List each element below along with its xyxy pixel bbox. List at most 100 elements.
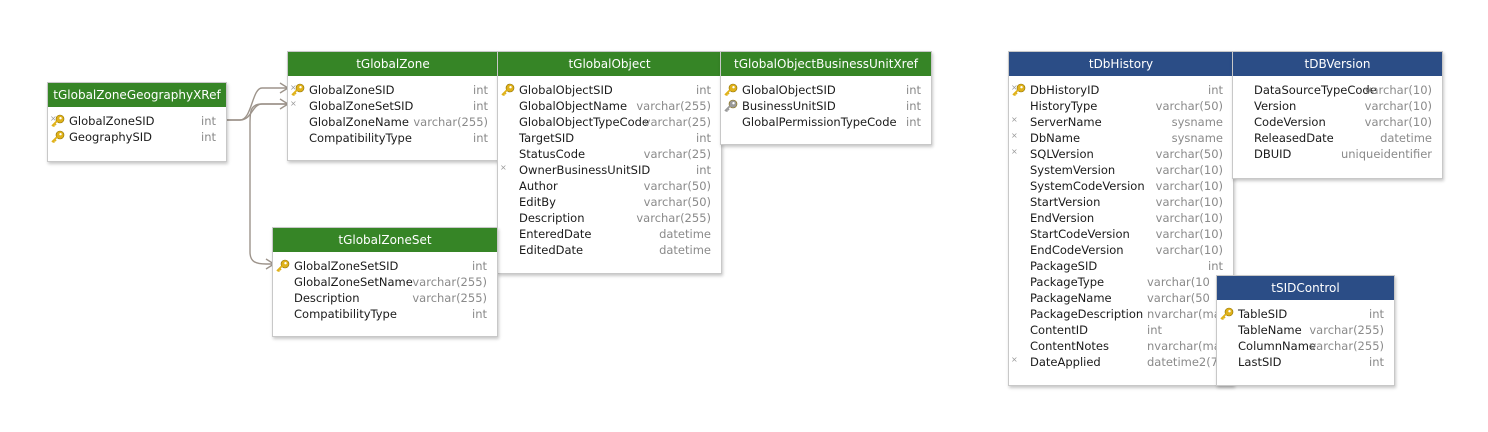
column-name: ColumnName — [1238, 339, 1316, 353]
column-marker — [500, 146, 518, 162]
column-marker — [1011, 242, 1029, 258]
column-name: StartVersion — [1030, 195, 1101, 209]
column-type: int — [1208, 83, 1223, 97]
column-name: ContentID — [1030, 323, 1088, 337]
column-type: varchar(10) — [1155, 243, 1223, 257]
table-title[interactable]: tDbHistory — [1009, 52, 1233, 76]
column-type: varchar(10) — [1364, 83, 1432, 97]
table-title[interactable]: tGlobalObject — [498, 52, 721, 76]
column-name: StatusCode — [519, 147, 586, 161]
foreign-key-icon: × — [1011, 355, 1018, 364]
relationship-xref-to-globalzone-b — [226, 103, 288, 121]
column-name: GlobalZoneSID — [309, 83, 395, 97]
column-type: datetime — [659, 227, 711, 241]
column-marker — [1011, 226, 1029, 242]
column-name: CompatibilityType — [309, 131, 412, 145]
column-marker — [1011, 194, 1029, 210]
table-title[interactable]: tGlobalObjectBusinessUnitXref — [721, 52, 931, 76]
primary-key-icon: × — [50, 113, 68, 129]
column-name: PackageType — [1030, 275, 1105, 289]
table-title[interactable]: tGlobalZoneSet — [273, 228, 497, 252]
primary-key-icon — [500, 82, 518, 98]
table-title[interactable]: tGlobalZone — [288, 52, 498, 76]
column-type: int — [201, 130, 216, 144]
column-name: TableSID — [1238, 307, 1288, 321]
table-title[interactable]: tDBVersion — [1233, 52, 1442, 76]
column-marker — [1235, 82, 1253, 98]
column-type: int — [696, 83, 711, 97]
column-type: datetime — [1380, 131, 1432, 145]
primary-key-icon: × — [1011, 82, 1029, 98]
table-title[interactable]: tSIDControl — [1217, 276, 1394, 300]
primary-key-icon: × — [290, 82, 308, 98]
column-type: int — [1208, 259, 1223, 273]
table-title[interactable]: tGlobalZoneGeographyXRef — [48, 83, 226, 107]
column-name: SQLVersion — [1030, 147, 1094, 161]
column-name: OwnerBusinessUnitSID — [519, 163, 651, 177]
column-type: varchar(50) — [1155, 147, 1223, 161]
column-marker — [1219, 354, 1237, 370]
column-type: datetime — [659, 243, 711, 257]
